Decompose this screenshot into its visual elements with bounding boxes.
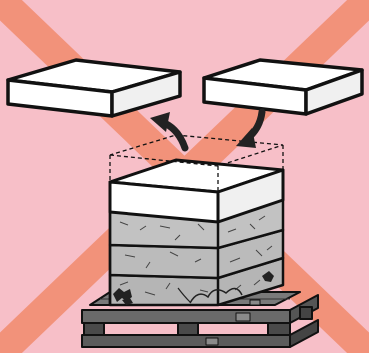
illustration-canvas [0,0,369,353]
